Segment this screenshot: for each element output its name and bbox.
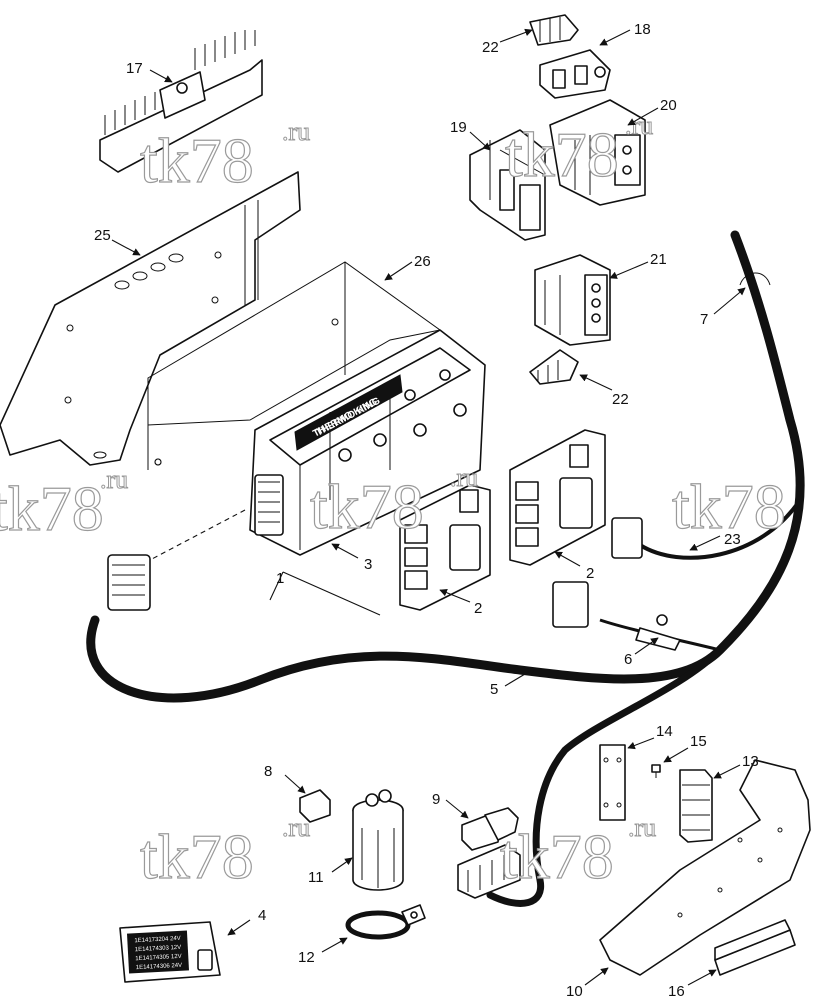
cover-sheet-part — [147, 261, 442, 470]
watermark-suffix: .ru — [282, 117, 310, 146]
callout-2: 2 — [586, 565, 594, 582]
callout-3: 3 — [364, 556, 372, 573]
leader-lines — [111, 28, 746, 986]
callout-11: 11 — [308, 869, 324, 886]
relay-board-part — [399, 484, 491, 611]
wiring-harness-part — [86, 230, 805, 907]
callout-19: 19 — [450, 119, 467, 136]
contactor-part — [534, 254, 611, 346]
callout-18: 18 — [634, 21, 651, 38]
contactor-part — [529, 14, 579, 46]
watermark-text: tk78 — [140, 821, 254, 892]
callout-16: 16 — [668, 983, 685, 1000]
callout-13: 13 — [742, 753, 759, 770]
callout-22: 22 — [612, 391, 629, 408]
callout-14: 14 — [656, 723, 673, 740]
terminal-block-part — [679, 769, 713, 843]
callout-17: 17 — [126, 60, 143, 77]
callout-6: 6 — [624, 651, 632, 668]
callout-1: 1 — [276, 570, 284, 587]
screw-part — [651, 764, 661, 778]
fuse-label-line: 1E14174306 24V — [136, 963, 183, 971]
clamp-part — [345, 904, 426, 940]
fuse-label-line: 1E14173204 24V — [134, 936, 181, 944]
terminal-plate-part — [599, 744, 626, 821]
controller-box-part: THERMO KING — [149, 329, 486, 616]
watermark-text: tk78 — [672, 471, 786, 542]
watermark-suffix: .ru — [282, 813, 310, 842]
callout-4: 4 — [258, 907, 266, 924]
callout-22: 22 — [482, 39, 499, 56]
callout-12: 12 — [298, 949, 315, 966]
callout-5: 5 — [490, 681, 498, 698]
strip-plate-part — [714, 919, 796, 976]
fuse-label-line: 1E14174305 12V — [135, 954, 182, 962]
bracket-part — [599, 759, 811, 976]
callout-2: 2 — [474, 600, 482, 617]
callout-26: 26 — [414, 253, 431, 270]
callout-10: 10 — [566, 983, 583, 1000]
callout-15: 15 — [690, 733, 707, 750]
watermark-text: tk78 — [500, 821, 614, 892]
watermark-text: tk78 — [140, 125, 254, 196]
watermark-text: tk78 — [310, 471, 424, 542]
watermark-text: tk78 — [505, 119, 619, 190]
callout-9: 9 — [432, 791, 440, 808]
callout-numbers: 17 22 18 19 20 21 22 7 25 26 1 3 2 2 23 … — [94, 21, 759, 1000]
callout-23: 23 — [724, 531, 741, 548]
watermark-suffix: .ru — [628, 813, 656, 842]
fuse-label-line: 1E14174303 12V — [135, 945, 182, 953]
contactor-part — [549, 99, 646, 206]
callout-8: 8 — [264, 763, 272, 780]
contactor-part — [539, 49, 611, 99]
watermark-suffix: .ru — [450, 463, 478, 492]
relay-board-part — [509, 429, 606, 566]
heat-sink-part — [99, 30, 263, 173]
filter-part — [352, 789, 404, 891]
mounting-plate-part — [0, 171, 301, 466]
watermark-text: tk78 — [0, 473, 104, 544]
watermark-suffix: .ru — [100, 465, 128, 494]
watermark-suffix: .ru — [625, 111, 653, 140]
callout-25: 25 — [94, 227, 111, 244]
contactor-part — [529, 349, 579, 385]
relay-socket-part — [457, 807, 521, 899]
callout-7: 7 — [700, 311, 708, 328]
relay-part — [299, 789, 331, 823]
callout-21: 21 — [650, 251, 667, 268]
fuse-label-part: 1E14173204 24V 1E14174303 12V 1E14174305… — [119, 921, 221, 983]
callout-20: 20 — [660, 97, 677, 114]
contactor-part — [469, 129, 546, 241]
watermark: tk78 .ru tk78 .ru tk78 .ru tk78 .ru tk78… — [0, 111, 786, 893]
